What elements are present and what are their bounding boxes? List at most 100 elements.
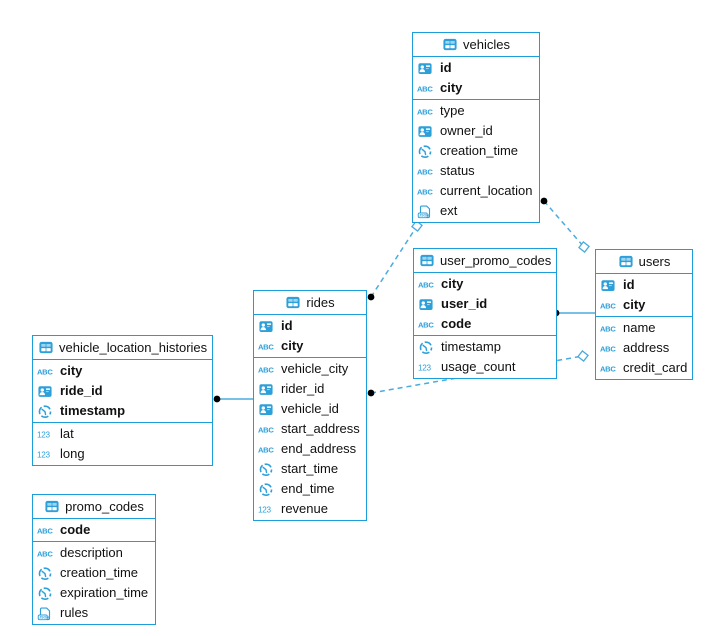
column-name: lat — [60, 426, 74, 441]
column-row-id[interactable]: id — [596, 275, 692, 295]
svg-text:ABC: ABC — [37, 368, 53, 377]
svg-text:ABC: ABC — [600, 325, 616, 334]
column-name: ext — [440, 203, 458, 218]
clock-icon — [258, 461, 277, 477]
id-card-icon — [258, 318, 277, 334]
clock-icon — [37, 565, 56, 581]
column-row-expiration_time[interactable]: expiration_time — [33, 583, 155, 603]
column-row-city[interactable]: ABC city — [33, 361, 212, 381]
column-name: timestamp — [60, 403, 126, 418]
column-row-timestamp[interactable]: timestamp — [414, 337, 556, 357]
column-name: start_time — [281, 461, 339, 476]
abc-type-icon: ABC — [418, 316, 437, 332]
column-row-timestamp[interactable]: timestamp — [33, 401, 212, 421]
clock-icon — [418, 339, 437, 355]
column-row-vehicle_id[interactable]: vehicle_id — [254, 399, 366, 419]
abc-type-icon: ABC — [417, 80, 436, 96]
svg-text:ABC: ABC — [418, 321, 434, 330]
column-row-code[interactable]: ABC code — [414, 314, 556, 334]
abc-type-icon: ABC — [37, 363, 56, 379]
column-name: city — [60, 363, 83, 378]
abc-type-icon: ABC — [417, 163, 436, 179]
svg-text:ABC: ABC — [258, 366, 274, 375]
column-name: code — [441, 316, 472, 331]
column-row-user_id[interactable]: user_id — [414, 294, 556, 314]
abc-type-icon: ABC — [417, 103, 436, 119]
column-name: user_id — [441, 296, 488, 311]
table-icon — [44, 499, 60, 515]
column-name: vehicle_city — [281, 361, 349, 376]
column-name: city — [281, 338, 304, 353]
numeric-type-icon: 123 — [418, 359, 437, 375]
table-header-user_promo_codes[interactable]: user_promo_codes — [414, 249, 557, 273]
column-name: city — [623, 297, 646, 312]
column-name: end_address — [281, 441, 357, 456]
column-row-rider_id[interactable]: rider_id — [254, 379, 366, 399]
column-name: long — [60, 446, 85, 461]
abc-type-icon: ABC — [600, 360, 619, 376]
table-header-rides[interactable]: rides — [254, 291, 366, 315]
column-row-ride_id[interactable]: ride_id — [33, 381, 212, 401]
column-row-id[interactable]: id — [254, 316, 366, 336]
column-row-vehicle_city[interactable]: ABC vehicle_city — [254, 359, 366, 379]
column-name: credit_card — [623, 360, 688, 375]
svg-text:ABC: ABC — [417, 108, 433, 117]
table-header-vehicles[interactable]: vehicles — [413, 33, 539, 57]
table-header-users[interactable]: users — [596, 250, 692, 274]
abc-type-icon: ABC — [37, 545, 56, 561]
column-row-ext[interactable]: JSON ext — [413, 201, 539, 221]
column-name: expiration_time — [60, 585, 149, 600]
table-title: users — [638, 254, 671, 269]
svg-text:JSON: JSON — [419, 213, 429, 217]
column-row-credit_card[interactable]: ABC credit_card — [596, 358, 692, 378]
column-row-creation_time[interactable]: creation_time — [413, 141, 539, 161]
column-row-id[interactable]: id — [413, 58, 539, 78]
column-name: creation_time — [440, 143, 519, 158]
relationship-line-vehicles-users[interactable] — [543, 200, 585, 248]
svg-text:123: 123 — [418, 364, 432, 373]
id-card-icon — [418, 296, 437, 312]
abc-type-icon: ABC — [258, 421, 277, 437]
column-row-end_time[interactable]: end_time — [254, 479, 366, 499]
table-header-vehicle_location_histories[interactable]: vehicle_location_histories — [33, 336, 213, 360]
table-header-promo_codes[interactable]: promo_codes — [33, 495, 155, 519]
column-name: id — [623, 277, 635, 292]
column-name: rules — [60, 605, 89, 620]
relationship-line-rides-vehicles[interactable] — [370, 225, 418, 298]
relationship-dot-marker — [213, 395, 221, 403]
column-row-start_time[interactable]: start_time — [254, 459, 366, 479]
column-name: city — [441, 276, 464, 291]
abc-type-icon: ABC — [600, 320, 619, 336]
column-row-creation_time[interactable]: creation_time — [33, 563, 155, 583]
svg-text:ABC: ABC — [600, 365, 616, 374]
svg-text:ABC: ABC — [37, 550, 53, 559]
column-name: rider_id — [281, 381, 325, 396]
column-row-owner_id[interactable]: owner_id — [413, 121, 539, 141]
